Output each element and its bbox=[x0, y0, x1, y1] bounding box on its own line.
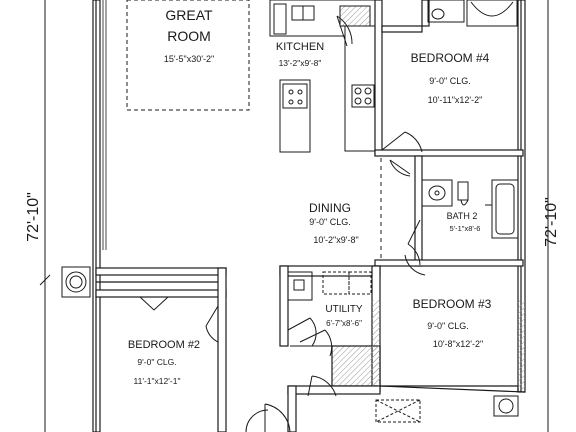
lower-hall-walls bbox=[287, 385, 381, 432]
great-room-name-line2: ROOM bbox=[167, 28, 211, 44]
kitchen-name: KITCHEN bbox=[276, 41, 324, 53]
bath2-fixtures bbox=[421, 179, 519, 239]
utility-doors bbox=[287, 317, 333, 357]
bedroom2-size: 11'-1"x12'-1" bbox=[134, 376, 181, 386]
dining-ceiling: 9'-0" CLG. bbox=[309, 217, 350, 227]
bedroom3-ceiling: 9'-0" CLG. bbox=[427, 321, 468, 331]
fan-symbol bbox=[61, 266, 91, 298]
water-heater bbox=[493, 395, 519, 417]
left-dimension-line bbox=[39, 0, 51, 432]
bedroom2-door bbox=[205, 305, 219, 343]
bedroom4-name: BEDROOM #4 bbox=[411, 51, 490, 65]
utility-fixtures bbox=[287, 271, 372, 301]
great-room-ceiling-outline bbox=[126, 0, 250, 111]
entry-door bbox=[245, 409, 269, 432]
utility-size: 6'-7"x8'-6" bbox=[326, 319, 362, 328]
dining-name: DINING bbox=[309, 201, 351, 215]
bedroom4-size: 10'-11"x12'-2" bbox=[428, 95, 483, 105]
attic-access bbox=[375, 399, 421, 423]
bedroom2-walls bbox=[95, 267, 227, 432]
great-room-name-line1: GREAT bbox=[165, 7, 213, 23]
hall-door bbox=[264, 375, 337, 432]
kitchen-cabinets bbox=[269, 0, 376, 153]
great-room-column bbox=[102, 0, 107, 250]
bath2-door bbox=[404, 219, 426, 276]
stipple-areas bbox=[372, 300, 525, 390]
kitchen-size: 13'-2"x9'-8" bbox=[279, 58, 322, 68]
bedroom4-door bbox=[381, 131, 423, 177]
bedroom2-closet-doors bbox=[139, 296, 169, 311]
right-dimension-label: 72'-10" bbox=[543, 197, 560, 247]
bath2-size: 5'-1"x8'-6 bbox=[450, 224, 481, 233]
interior-walls bbox=[374, 0, 524, 267]
great-room-size: 15'-5"x30'-2" bbox=[164, 54, 214, 64]
bedroom4-ceiling: 9'-0" CLG. bbox=[429, 76, 470, 86]
kitchen-door-swing bbox=[336, 15, 353, 47]
utility-name: UTILITY bbox=[325, 304, 363, 315]
bath2-name: BATH 2 bbox=[447, 211, 478, 221]
bath-upper-fixtures bbox=[427, 0, 518, 27]
bedroom3-size: 10'-8"x12'-2" bbox=[433, 339, 483, 349]
bedroom3-name: BEDROOM #3 bbox=[413, 297, 492, 311]
left-dimension-label: 72'-10" bbox=[25, 192, 42, 242]
dining-size: 10'-2"x9'-8" bbox=[313, 235, 358, 245]
bedroom2-name: BEDROOM #2 bbox=[128, 339, 200, 351]
bedroom2-ceiling: 9'-0" CLG. bbox=[137, 357, 176, 367]
